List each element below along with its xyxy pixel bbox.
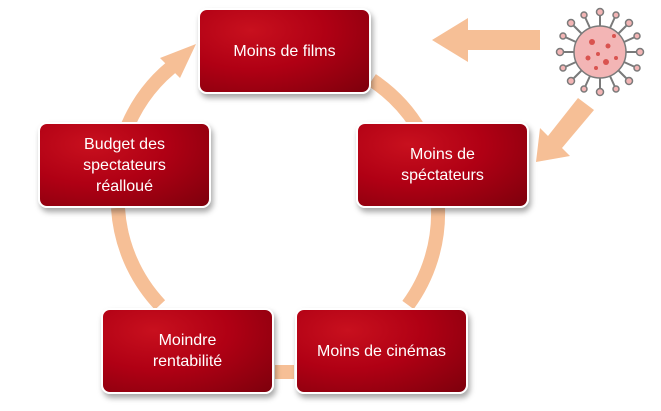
node-budget-realloue: Budget des spectateurs réalloué [38, 122, 211, 208]
arrow-virus-to-films [432, 18, 540, 62]
node-moindre-rentabilite: Moindre rentabilité [101, 308, 274, 394]
node-label: Budget des spectateurs réalloué [83, 135, 166, 195]
arrowhead-to-films [160, 44, 196, 78]
node-label: Moindre rentabilité [152, 332, 223, 370]
node-moins-de-cinemas: Moins de cinémas [295, 308, 468, 394]
node-label: Moins de spéctateurs [401, 146, 484, 184]
node-label: Moins de cinémas [317, 342, 446, 360]
virus-icon [555, 7, 645, 97]
node-label: Moins de films [233, 42, 336, 60]
arc-spectateurs-to-cinemas [402, 207, 446, 310]
arc-rentabilite-to-budget [111, 207, 166, 310]
arc-budget-to-films [121, 56, 183, 128]
node-moins-de-films: Moins de films [198, 8, 371, 94]
arrow-virus-to-spectateurs [536, 98, 594, 162]
node-moins-de-spectateurs: Moins de spéctateurs [356, 122, 529, 208]
